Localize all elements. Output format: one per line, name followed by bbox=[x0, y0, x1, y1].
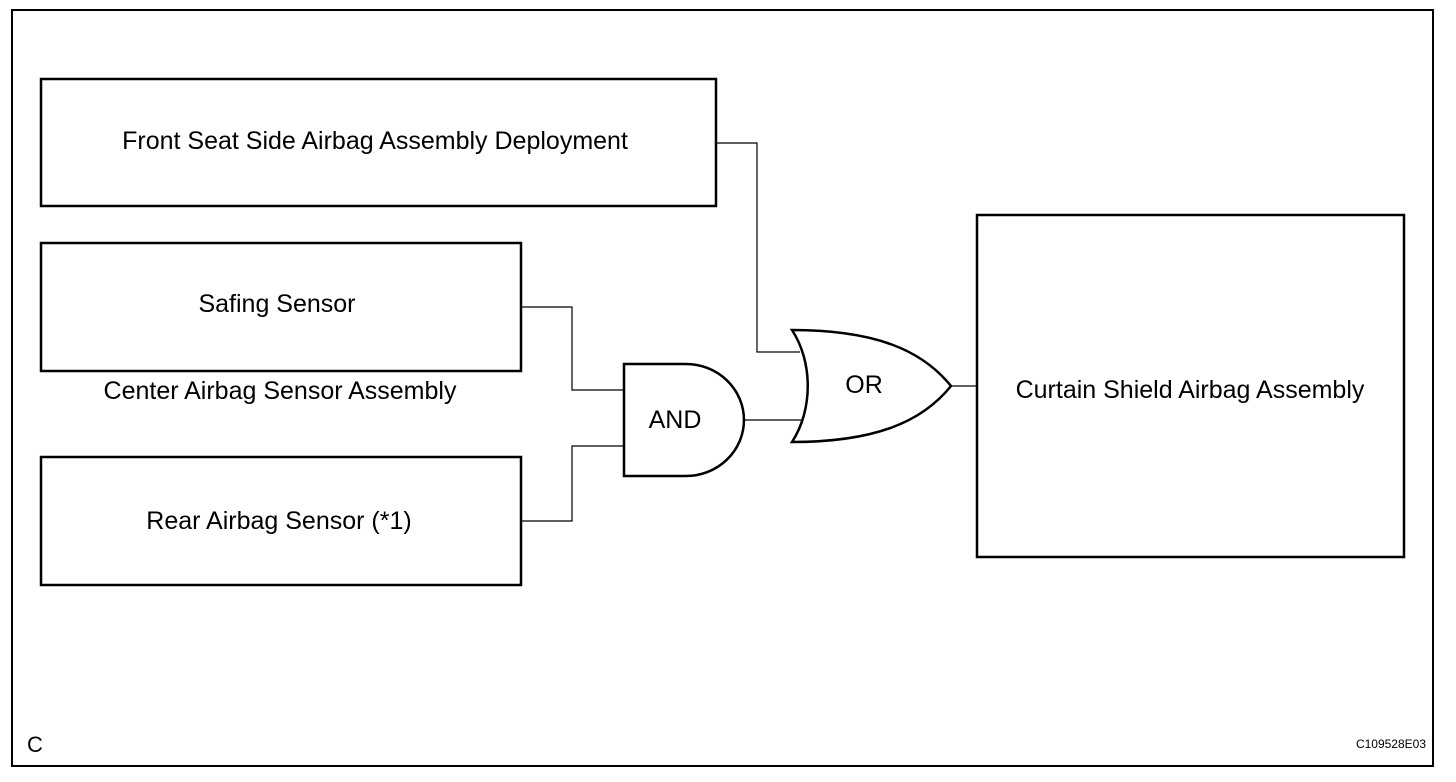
and-gate bbox=[622, 362, 746, 478]
wire-front-seat-to-or bbox=[716, 142, 800, 353]
rear-airbag-sensor-label: Rear Airbag Sensor (*1) bbox=[146, 507, 411, 535]
diagram-frame bbox=[11, 9, 1434, 767]
safing-sensor-box bbox=[39, 241, 523, 373]
and-gate-label: AND bbox=[649, 406, 702, 434]
wire-safing-to-and bbox=[521, 306, 624, 391]
front-seat-airbag-box bbox=[39, 77, 718, 208]
wire-rear-to-and bbox=[521, 445, 624, 522]
center-airbag-sensor-assembly-label: Center Airbag Sensor Assembly bbox=[104, 377, 457, 405]
corner-letter: C bbox=[27, 732, 43, 757]
safing-sensor-label: Safing Sensor bbox=[198, 290, 355, 318]
curtain-shield-airbag-label: Curtain Shield Airbag Assembly bbox=[1016, 376, 1365, 404]
or-gate-label: OR bbox=[845, 371, 883, 399]
or-gate bbox=[789, 328, 953, 444]
front-seat-airbag-label: Front Seat Side Airbag Assembly Deployme… bbox=[122, 127, 628, 155]
figure-id: C109528E03 bbox=[1356, 737, 1426, 751]
